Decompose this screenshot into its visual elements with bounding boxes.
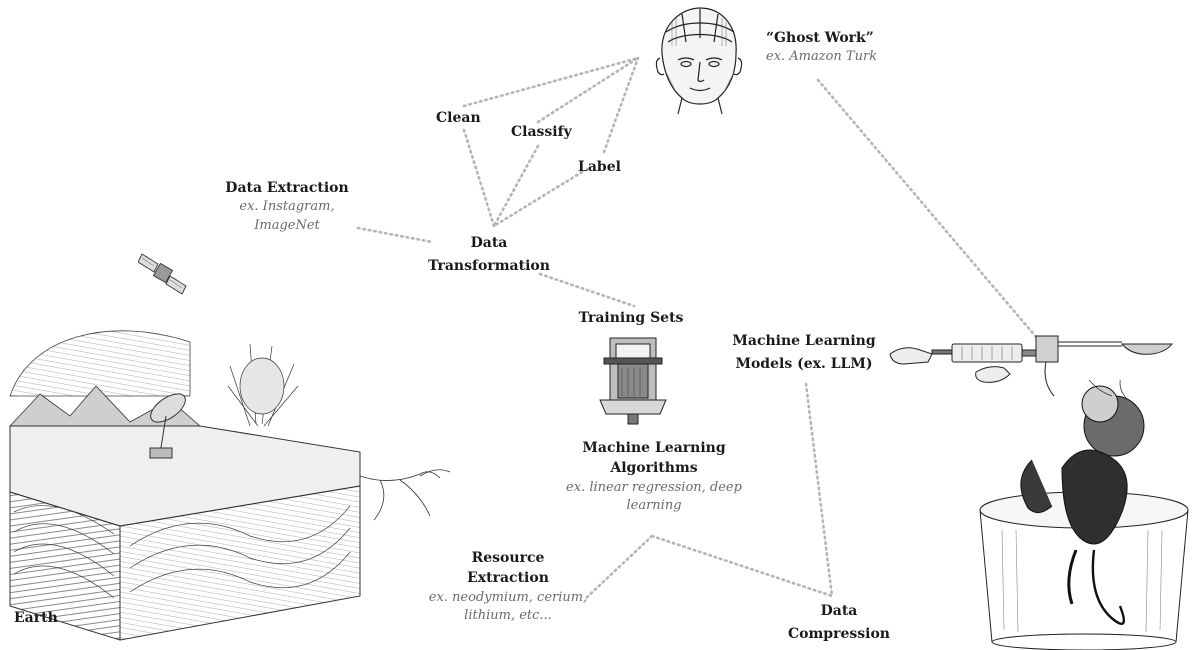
earth-label: Earth [14, 610, 58, 626]
label-label: Label [578, 159, 621, 175]
connector-models-compression [804, 382, 834, 598]
connector-classify-head [536, 56, 640, 124]
node-ml-algorithms: Machine Learning Algorithms ex. linear r… [554, 438, 754, 516]
connector-transformation-trainingsets [538, 272, 636, 308]
data-transformation-title-2: Transformation [428, 258, 550, 275]
node-data-extraction: Data Extraction ex. Instagram, ImageNet [212, 178, 362, 236]
training-sets-title: Training Sets [578, 310, 684, 326]
data-extraction-title: Data Extraction [225, 180, 349, 196]
connector-clean-head [462, 56, 640, 108]
connector-classify-transformation [492, 144, 540, 228]
node-ghost-work: “Ghost Work” ex. Amazon Turk [766, 28, 906, 67]
data-extraction-example-1: ex. Instagram, [239, 199, 335, 215]
connector-label-transformation [492, 170, 584, 228]
ml-models-title-1: Machine Learning [732, 333, 876, 349]
node-label: Label [578, 157, 621, 177]
earth-cross-section-illustration [9, 330, 451, 641]
classify-label: Classify [511, 124, 572, 140]
node-clean: Clean [436, 108, 481, 128]
ghost-work-example: ex. Amazon Turk [766, 49, 878, 65]
ml-algorithms-title-2: Algorithms [610, 460, 698, 477]
connector-algorithms-compression [650, 534, 834, 598]
resource-extraction-title-2: Extraction [467, 570, 549, 587]
ml-algorithms-example-2: learning [626, 498, 682, 514]
data-transformation-title-1: Data [470, 235, 508, 251]
connector-ghostwork-syringe [816, 78, 1044, 346]
clean-label: Clean [436, 110, 481, 126]
syringe-hands-illustration [889, 335, 1174, 397]
node-training-sets: Training Sets [568, 308, 694, 328]
resource-extraction-title-1: Resource [471, 550, 545, 566]
connector-label-head [602, 56, 640, 154]
satellite-illustration [138, 253, 187, 295]
resource-extraction-example-2: lithium, etc... [464, 608, 552, 624]
node-earth: Earth [14, 608, 58, 628]
ghost-work-title: “Ghost Work” [766, 30, 874, 46]
data-compression-title-1: Data [820, 603, 858, 619]
resource-extraction-example-1: ex. neodymium, cerium, [428, 589, 588, 605]
monkey-jar-illustration [979, 380, 1189, 650]
node-data-transformation: Data Transformation [420, 232, 558, 278]
node-resource-extraction: Resource Extraction ex. neodymium, ceriu… [408, 548, 608, 626]
data-compression-title-2: Compression [788, 626, 890, 643]
piston-illustration [599, 337, 667, 425]
data-extraction-example-2: ImageNet [254, 218, 320, 234]
node-ml-models: Machine Learning Models (ex. LLM) [728, 330, 880, 376]
ml-algorithms-example-1: ex. linear regression, deep [566, 479, 742, 495]
connector-algorithms-resource [582, 534, 654, 602]
node-classify: Classify [511, 122, 572, 142]
connector-extraction-transformation [356, 226, 434, 244]
phrenology-head-illustration [655, 7, 743, 114]
ml-models-title-2: Models (ex. LLM) [735, 356, 873, 373]
node-data-compression: Data Compression [786, 600, 892, 646]
connector-clean-transformation [462, 128, 496, 228]
ml-algorithms-title-1: Machine Learning [582, 440, 726, 456]
